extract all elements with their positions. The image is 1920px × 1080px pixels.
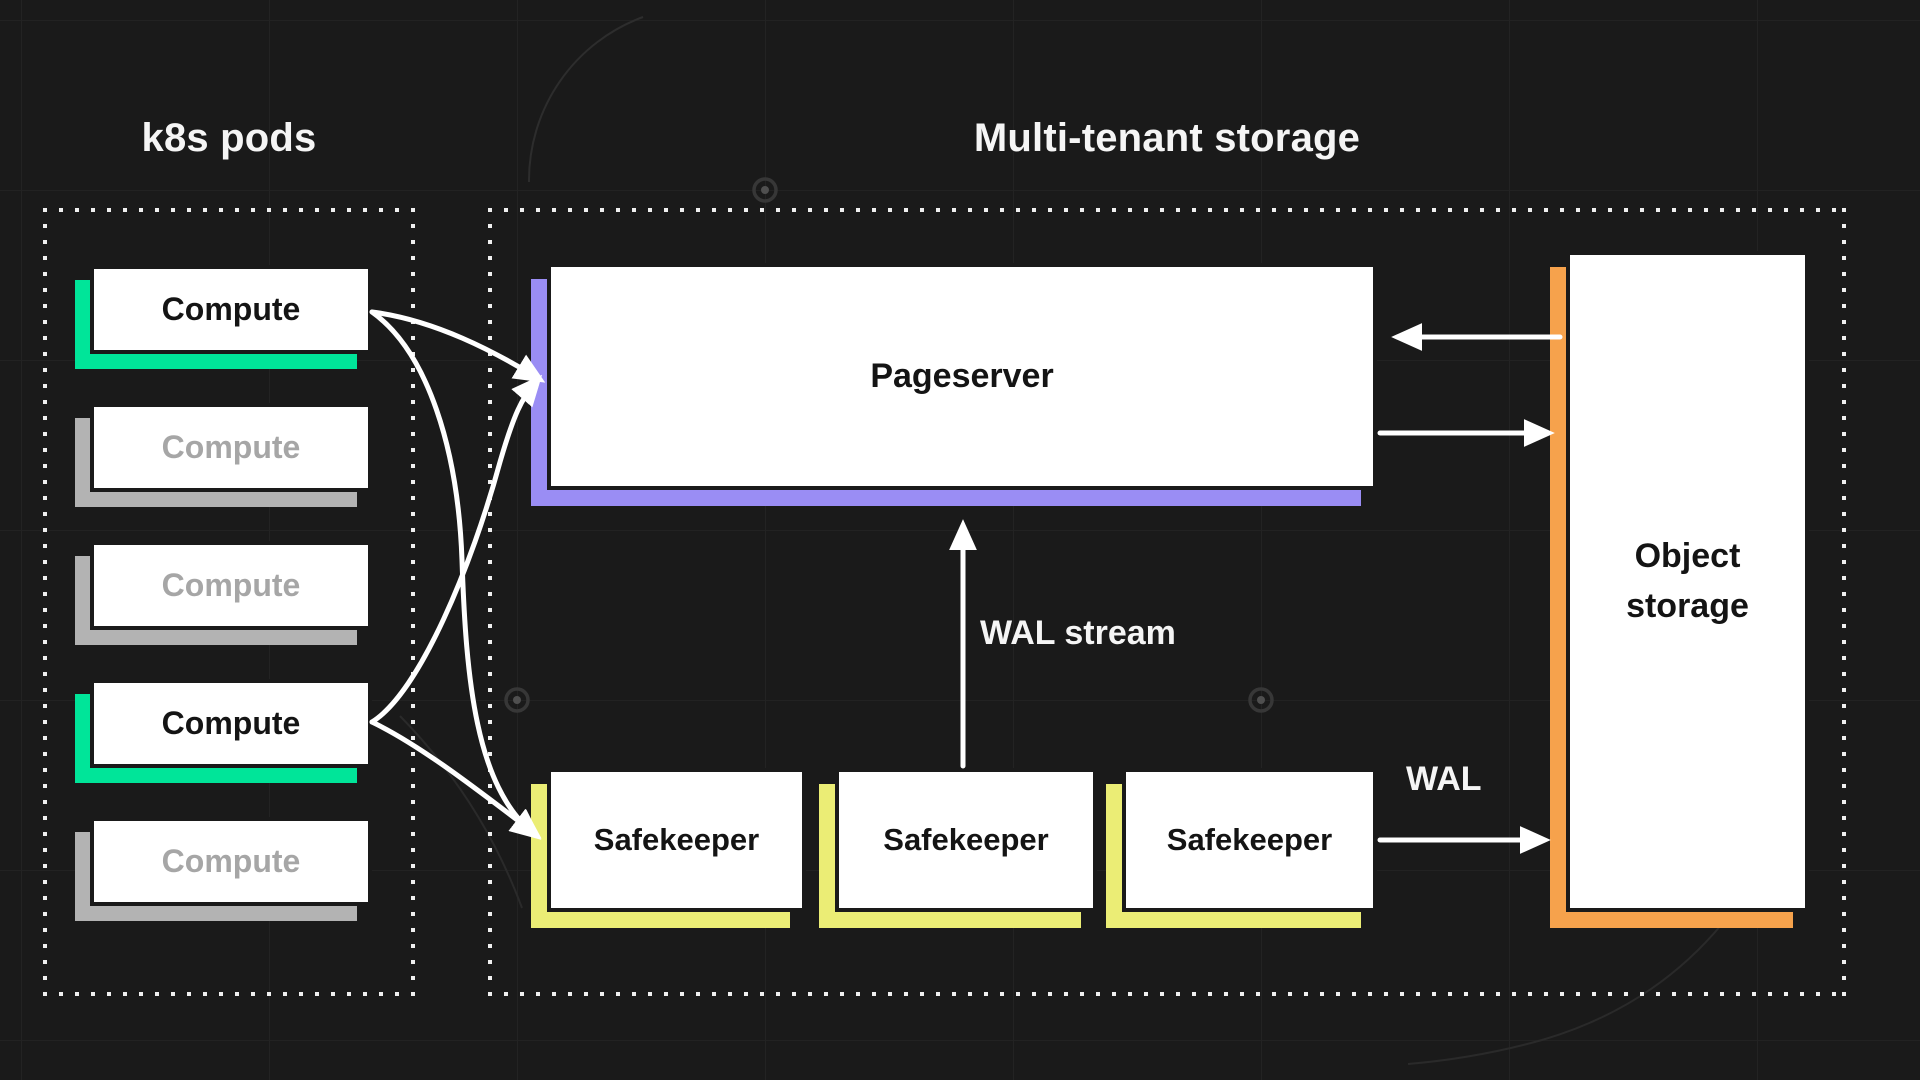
safekeeper-node-3: Safekeeper [1106, 768, 1377, 928]
safekeeper-label: Safekeeper [593, 822, 760, 857]
compute-label: Compute [161, 291, 301, 327]
compute-label: Compute [161, 429, 301, 465]
compute-node-5: Compute [75, 817, 372, 921]
safekeeper-label: Safekeeper [1166, 822, 1333, 857]
compute-label: Compute [161, 567, 301, 603]
multi-tenant-storage-title: Multi-tenant storage [973, 116, 1361, 160]
compute-label: Compute [161, 843, 301, 879]
safekeeper-node-2: Safekeeper [819, 768, 1097, 928]
compute-node-1: Compute [75, 265, 372, 369]
compute-label: Compute [161, 705, 301, 741]
target-circle-decoration [752, 177, 778, 203]
compute-node-2: Compute [75, 403, 372, 507]
compute-node-4: Compute [75, 679, 372, 783]
pageserver-label: Pageserver [870, 357, 1054, 395]
safekeeper-label: Safekeeper [883, 822, 1049, 857]
k8s-pods-title: k8s pods [141, 116, 317, 160]
wal-stream-label: WAL stream [980, 614, 1176, 652]
pageserver-node: Pageserver [531, 263, 1377, 506]
wal-label: WAL [1406, 760, 1482, 798]
safekeeper-node-1: Safekeeper [531, 768, 806, 928]
object-storage-node: Object storage [1550, 251, 1809, 928]
object-storage-label: Object storage [1626, 537, 1749, 625]
compute-node-3: Compute [75, 541, 372, 645]
